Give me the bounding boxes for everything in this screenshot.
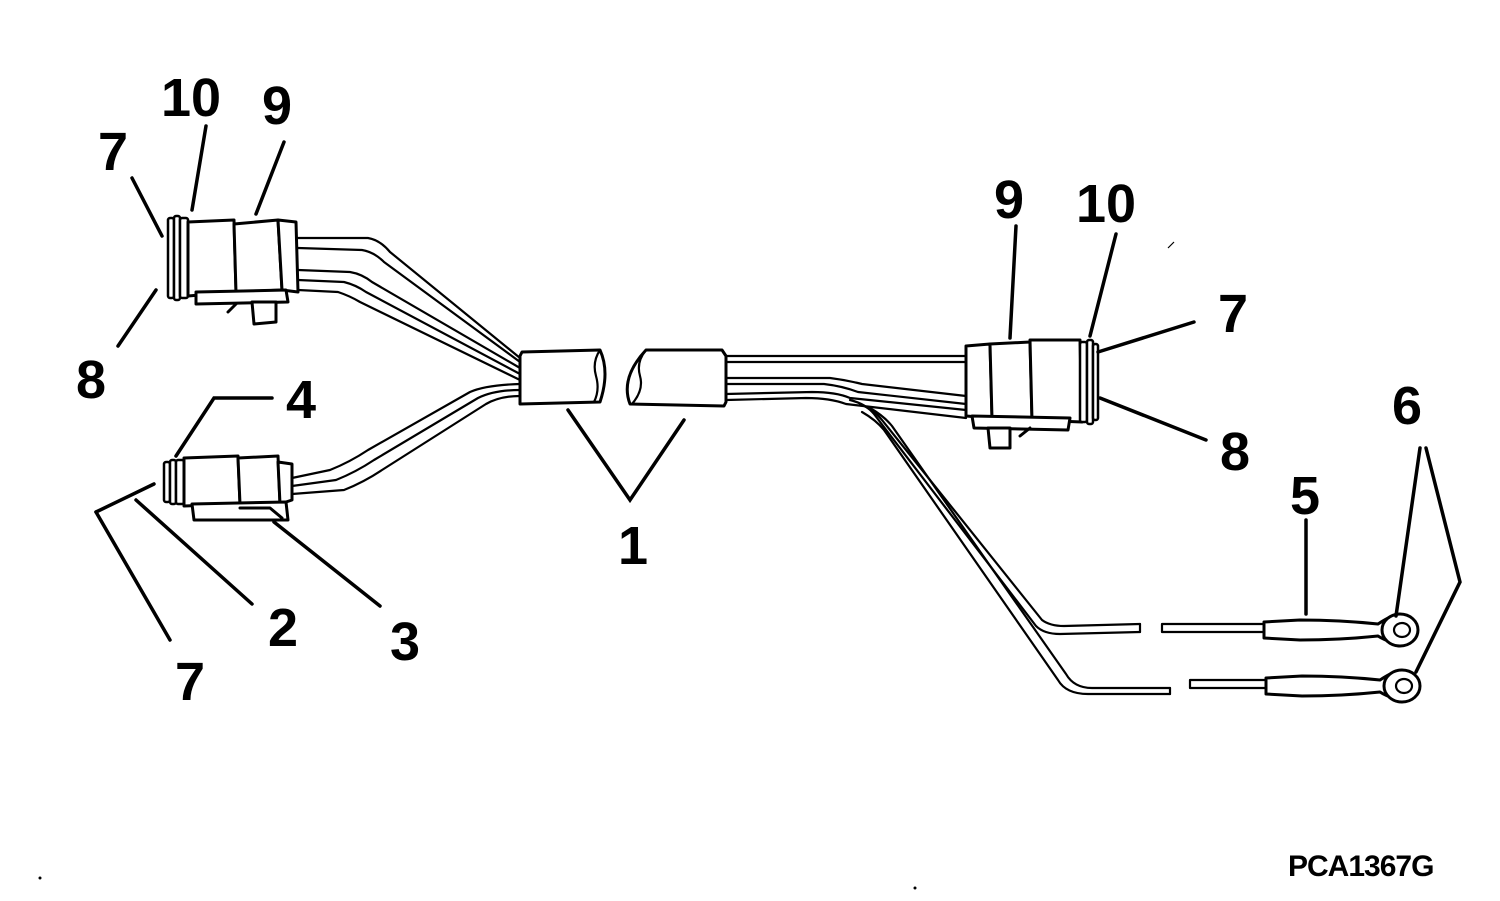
connector-top-left — [166, 214, 300, 326]
leader-lines — [94, 124, 1462, 674]
callout-5: 5 — [1290, 466, 1320, 526]
wires-top-left-connector — [296, 236, 522, 382]
callout-1: 1 — [618, 516, 648, 576]
callout-9-right: 9 — [994, 170, 1024, 230]
connector-mid-left — [162, 454, 294, 522]
callout-3: 3 — [390, 612, 420, 672]
connector-right — [964, 338, 1100, 450]
callout-8-top-left: 8 — [76, 350, 106, 410]
ring-terminal-lower — [1264, 668, 1422, 704]
callout-10-right: 10 — [1076, 174, 1136, 234]
callout-4: 4 — [286, 370, 316, 430]
harness-sleeve — [518, 348, 728, 408]
wires-right-connector — [724, 354, 968, 420]
callout-8-right: 8 — [1220, 422, 1250, 482]
callout-7-top-left: 7 — [98, 122, 128, 182]
callout-7-bottom-left: 7 — [175, 652, 205, 712]
callout-10-top-left: 10 — [161, 68, 221, 128]
ring-terminal-upper — [1262, 612, 1420, 648]
callout-2: 2 — [268, 598, 298, 658]
callout-9-top-left: 9 — [262, 76, 292, 136]
wires-mid-left-connector — [290, 382, 522, 496]
callout-7-right: 7 — [1218, 284, 1248, 344]
callout-6: 6 — [1392, 376, 1422, 436]
wires-ring-terminals — [848, 398, 1268, 696]
scan-specks — [38, 241, 1175, 890]
figure-code: PCA1367G — [1288, 850, 1433, 883]
callouts: 10 9 7 8 4 2 3 7 1 9 10 7 8 5 6 — [76, 68, 1422, 712]
